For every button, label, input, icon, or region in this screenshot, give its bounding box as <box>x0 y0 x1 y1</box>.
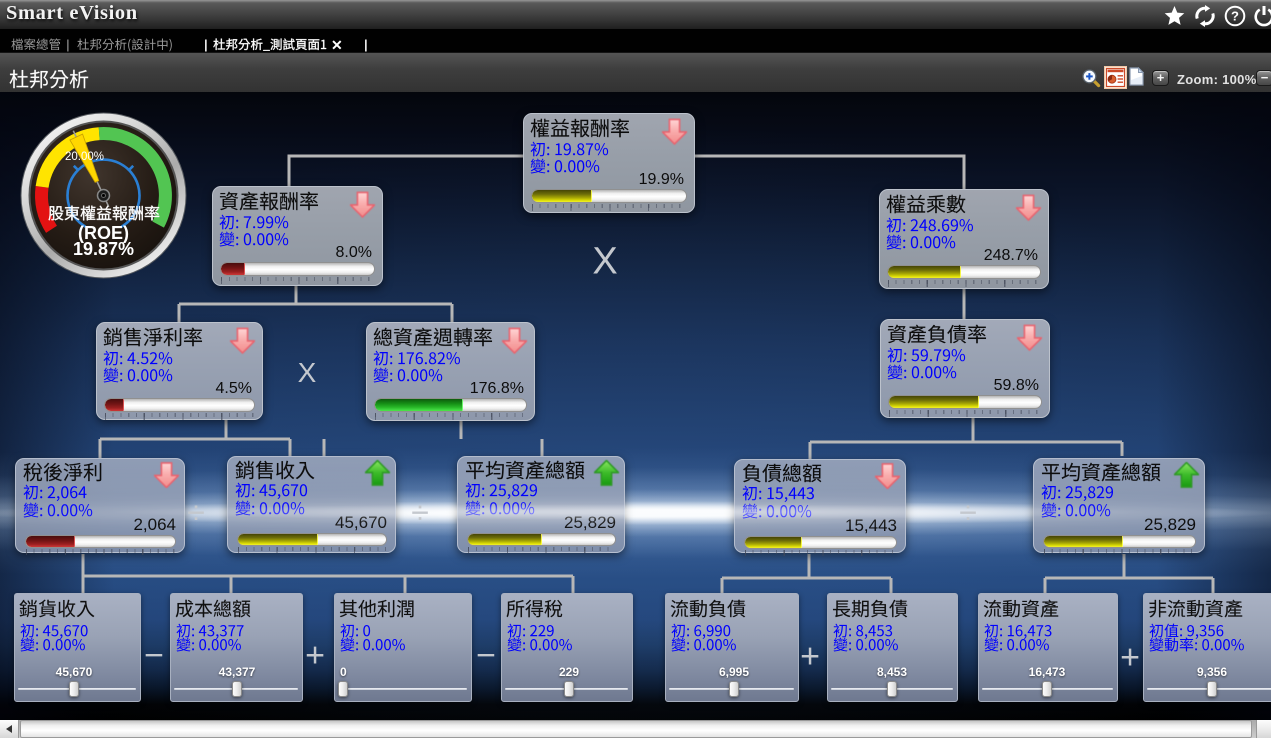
svg-text:?: ? <box>1231 9 1239 24</box>
